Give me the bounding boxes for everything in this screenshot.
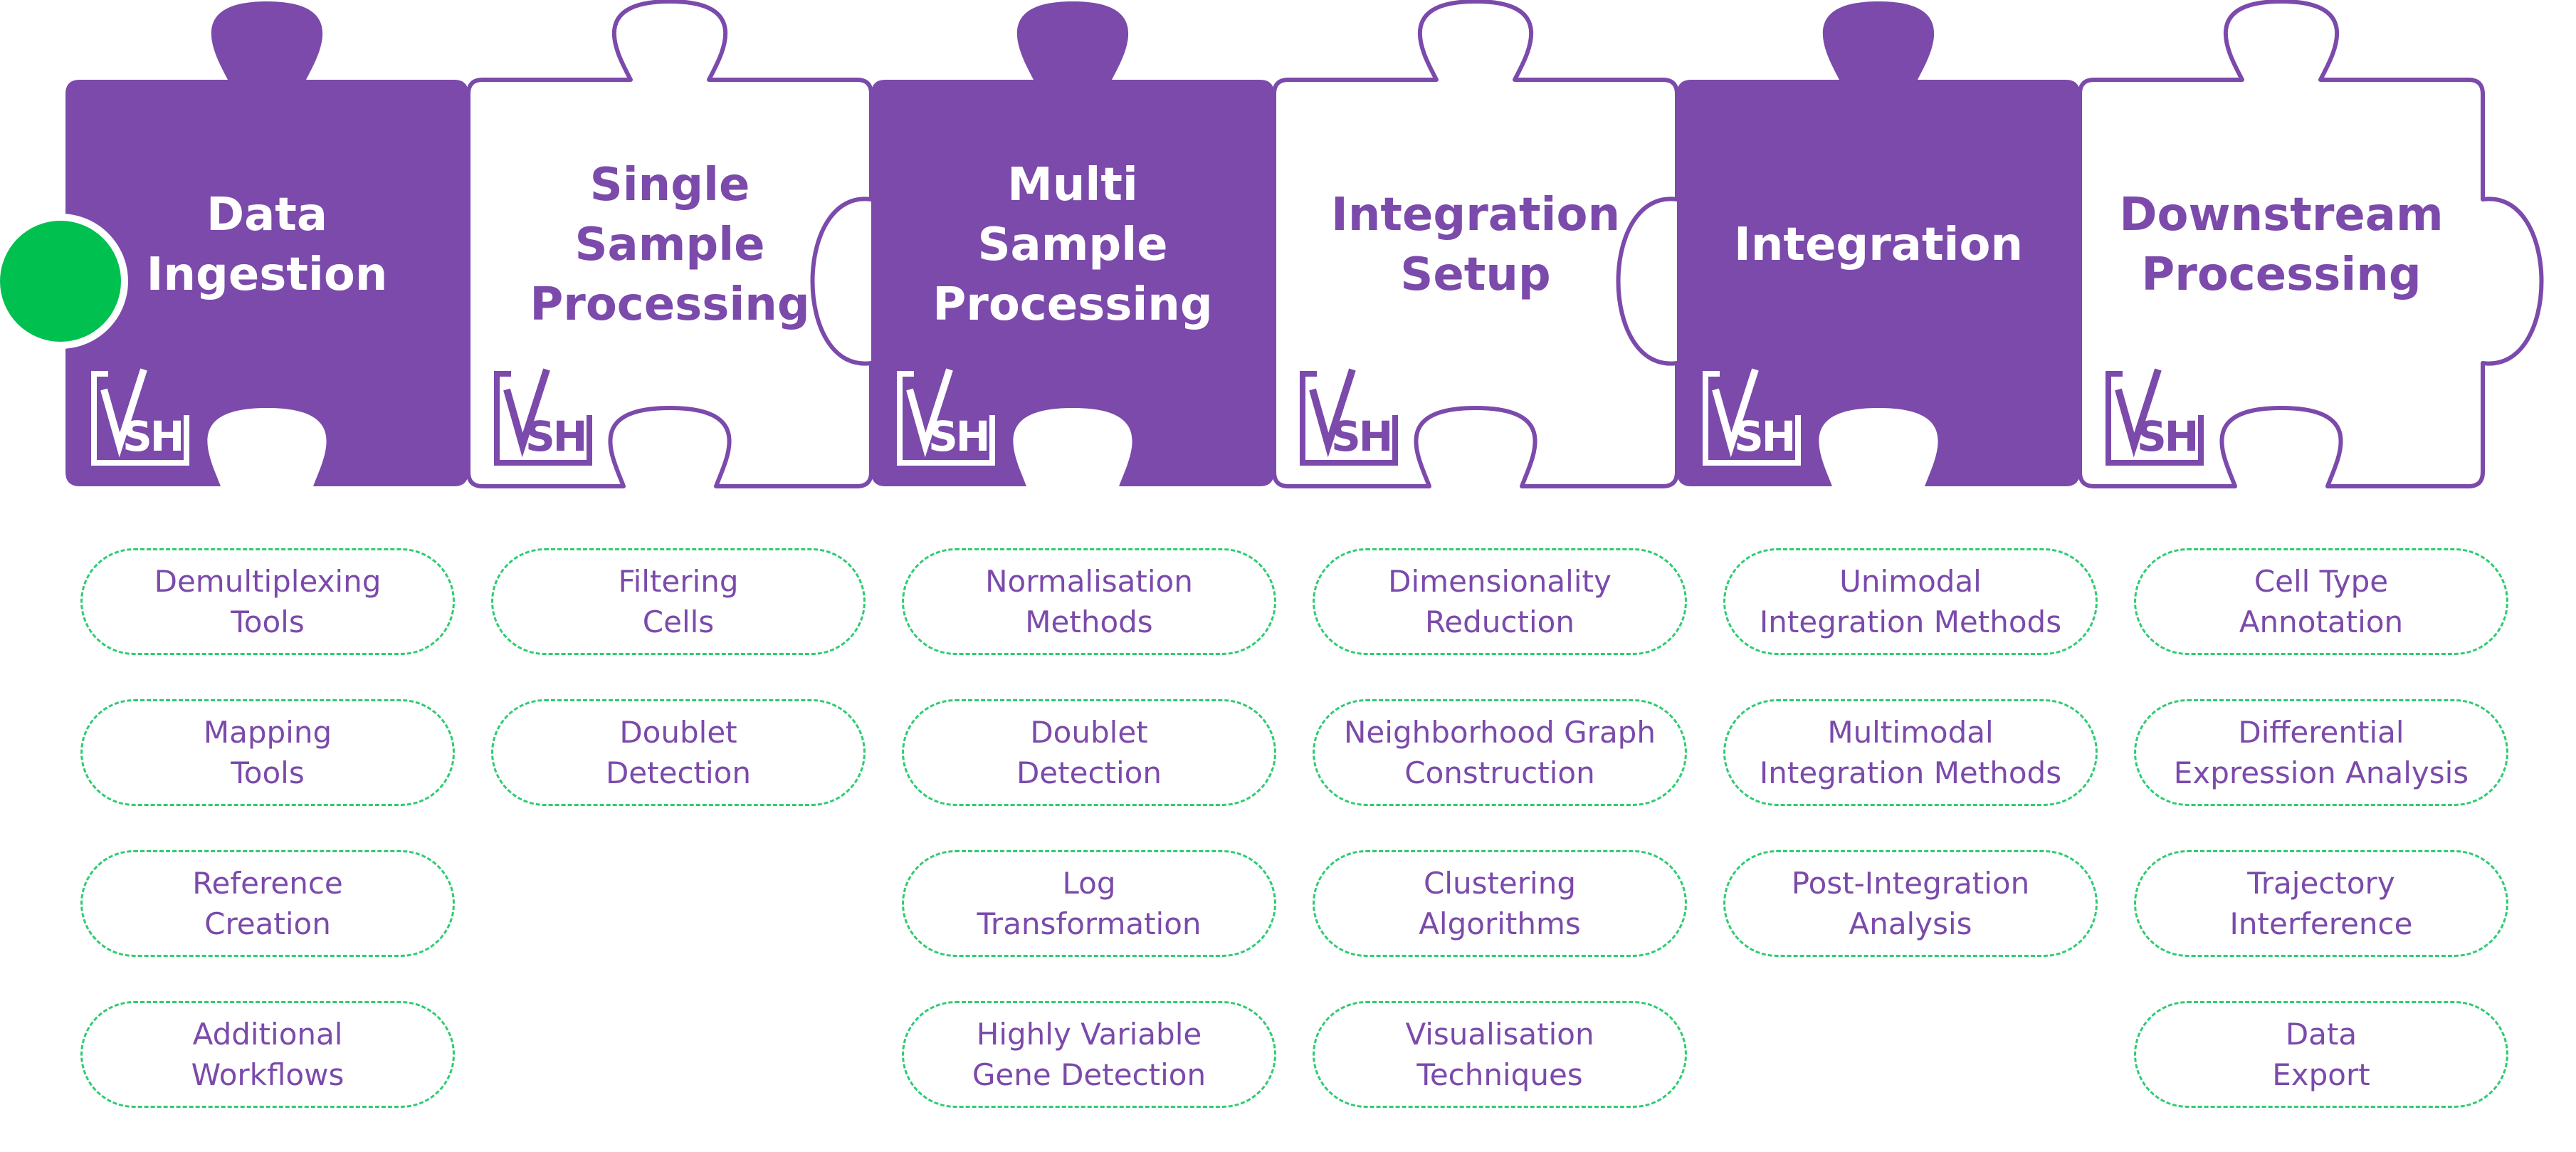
vsh-logo: SH [1300,368,1398,466]
method-pill-label: Highly Variable Gene Detection [972,1017,1206,1092]
stage-title-line: Setup [1400,248,1550,301]
method-pill-label: Differential Expression Analysis [2173,715,2469,790]
vsh-logo-text: SH [928,412,988,461]
method-pill: Doublet Detection [902,699,1276,806]
method-pill: Doublet Detection [491,699,866,806]
stage-title-line: Processing [2141,248,2421,301]
method-pill: Normalisation Methods [902,548,1276,655]
method-pill-label: Post-Integration Analysis [1791,866,2030,941]
method-pill-label: Additional Workflows [191,1017,345,1092]
method-pill-label: Dimensionality Reduction [1388,564,1612,639]
method-pill: Data Export [2134,1001,2508,1108]
method-pill-label: Doublet Detection [1016,715,1162,790]
vsh-logo: SH [897,368,995,466]
stage-title-line: Multi [1007,159,1138,211]
method-pill: Dimensionality Reduction [1313,548,1687,655]
method-pill-label: Reference Creation [192,866,343,941]
method-pill-label: Clustering Algorithms [1419,866,1581,941]
puzzle-piece-shape [65,1,527,486]
stage-title: Integration [1734,219,2023,271]
method-pill-label: Multimodal Integration Methods [1759,715,2062,790]
vsh-logo: SH [91,368,189,466]
method-pill: Log Transformation [902,850,1276,957]
stage-title-line: Data [206,189,327,241]
method-pill: Highly Variable Gene Detection [902,1001,1276,1108]
method-pill-label: Normalisation Methods [985,564,1193,639]
method-pill: Filtering Cells [491,548,866,655]
method-pill-label: Mapping Tools [203,715,332,790]
method-pill: Mapping Tools [80,699,455,806]
vsh-logo: SH [2106,368,2204,466]
method-pill-label: Trajectory Interference [2229,866,2413,941]
stage-title-line: Processing [932,278,1212,331]
vsh-logo-text: SH [1734,412,1794,461]
method-pill-label: Doublet Detection [605,715,752,790]
method-pill-label: Visualisation Techniques [1405,1017,1594,1092]
method-pill: Differential Expression Analysis [2134,699,2508,806]
stage-title-line: Integration [1734,219,2023,271]
method-pill: Clustering Algorithms [1313,850,1687,957]
stage-title-line: Integration [1331,189,1620,241]
stage-title-line: Sample [574,219,764,271]
puzzle-piece-shape [871,1,1333,486]
method-pill-label: Demultiplexing Tools [154,564,382,639]
method-pill: Neighborhood Graph Construction [1313,699,1687,806]
puzzle-piece-shape [1677,1,2139,486]
stage-title-line: Single [590,159,750,211]
method-pill: Cell Type Annotation [2134,548,2508,655]
vsh-logo-text: SH [2137,412,2197,461]
puzzle-piece-shape [466,0,873,488]
stage-title-line: Processing [530,278,809,331]
vsh-logo-text: SH [122,412,182,461]
method-pill: Reference Creation [80,850,455,957]
start-dot [0,221,121,342]
method-pill-label: Cell Type Annotation [2239,564,2404,639]
puzzle-piece-shape [1272,0,1679,488]
method-pill-label: Neighborhood Graph Construction [1344,715,1656,790]
method-pill-label: Unimodal Integration Methods [1759,564,2062,639]
method-pill: Post-Integration Analysis [1723,850,2098,957]
vsh-logo-text: SH [1331,412,1391,461]
stage-title-line: Downstream [2119,189,2443,241]
method-pill-label: Filtering Cells [618,564,739,639]
method-pill: Demultiplexing Tools [80,548,455,655]
vsh-logo-text: SH [525,412,585,461]
vsh-logo: SH [494,368,592,466]
method-pill-label: Log Transformation [977,866,1202,941]
method-pill: Trajectory Interference [2134,850,2508,957]
vsh-logo: SH [1703,368,1801,466]
puzzle-piece-shape [2078,0,2544,488]
method-pill: Visualisation Techniques [1313,1001,1687,1108]
stage-title-line: Sample [977,219,1167,271]
method-pill: Additional Workflows [80,1001,455,1108]
stage-title-line: Ingestion [147,248,388,301]
method-pill-label: Data Export [2272,1017,2370,1092]
method-pill: Multimodal Integration Methods [1723,699,2098,806]
method-pill: Unimodal Integration Methods [1723,548,2098,655]
